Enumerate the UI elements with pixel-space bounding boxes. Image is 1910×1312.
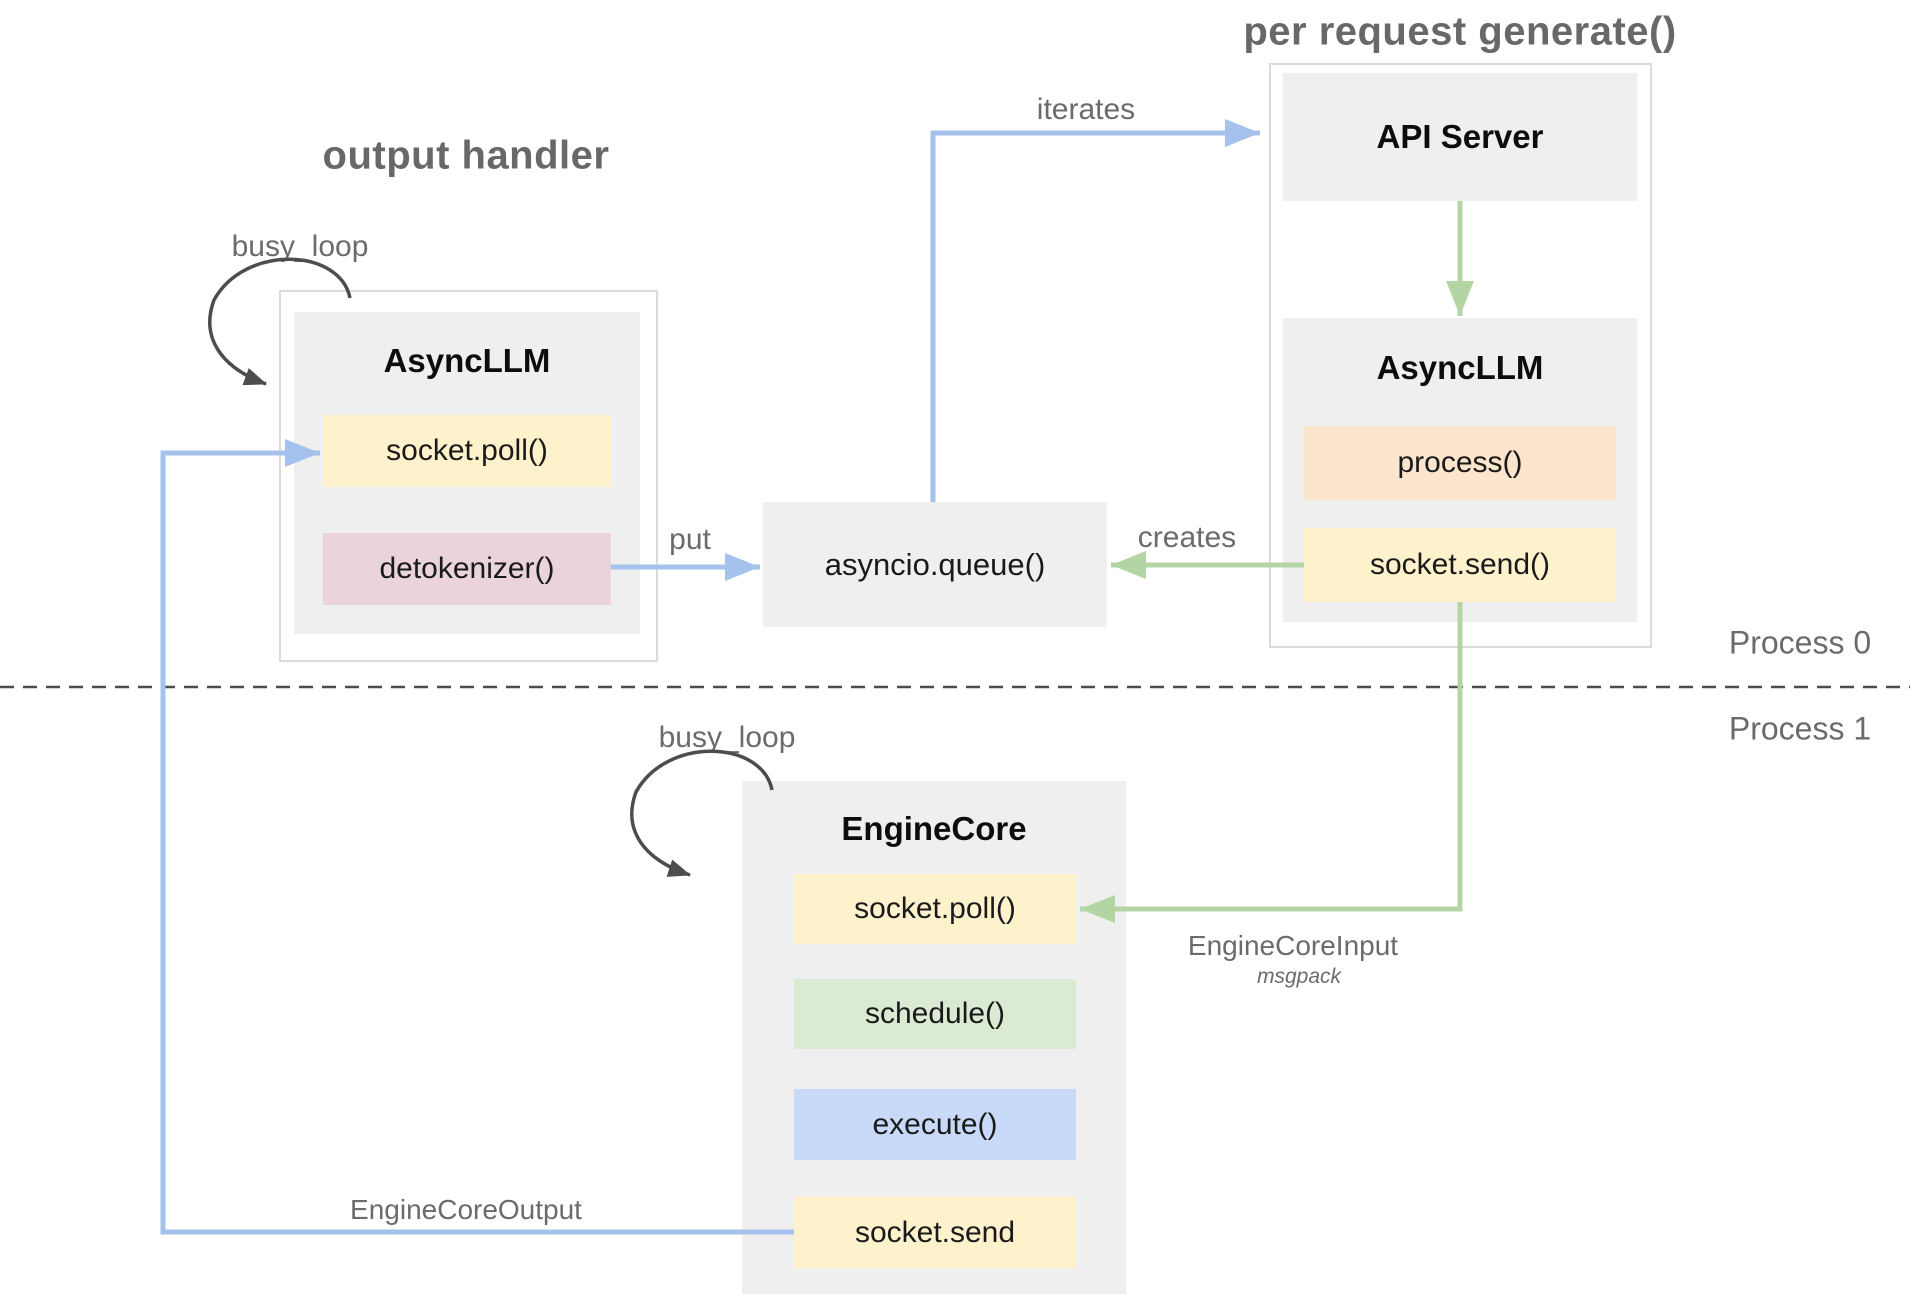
process-box: process(): [1304, 426, 1616, 500]
socket-send-right-box: socket.send(): [1304, 528, 1616, 602]
execute-box: execute(): [794, 1089, 1076, 1160]
async-llm-right-title: AsyncLLM: [1376, 349, 1544, 386]
creates-label: creates: [1137, 521, 1237, 554]
process-1-label: Process 1: [1728, 710, 1872, 747]
process-0-label: Process 0: [1728, 624, 1872, 661]
async-llm-socket-poll-box: socket.poll(): [323, 415, 611, 487]
async-llm-left-title: AsyncLLM: [383, 342, 551, 379]
output-handler-title: output handler: [322, 133, 610, 178]
iterates-label: iterates: [1036, 93, 1136, 126]
iterates-arrow: [930, 119, 1260, 502]
engine-core-socket-poll-box: socket.poll(): [794, 874, 1076, 944]
per-request-generate-title: per request generate(): [1243, 9, 1677, 54]
put-label: put: [669, 523, 711, 556]
engine-core-socket-send-box: socket.send: [794, 1197, 1076, 1268]
schedule-box: schedule(): [794, 979, 1076, 1049]
engine-core-title: EngineCore: [841, 810, 1027, 847]
asyncio-queue-box: asyncio.queue(): [763, 502, 1107, 627]
msgpack-label: msgpack: [1256, 965, 1342, 988]
busy-loop-label-top: busy_loop: [231, 230, 369, 263]
api-server-title: API Server: [1376, 118, 1544, 155]
engine-core-output-label: EngineCoreOutput: [350, 1194, 582, 1225]
engine-core-input-arrow: [1080, 602, 1463, 923]
api-server-box: [1283, 73, 1637, 201]
engine-core-input-label: EngineCoreInput: [1187, 930, 1399, 961]
busy-loop-label-bottom: busy_loop: [658, 721, 796, 754]
detokenizer-box: detokenizer(): [323, 533, 611, 605]
